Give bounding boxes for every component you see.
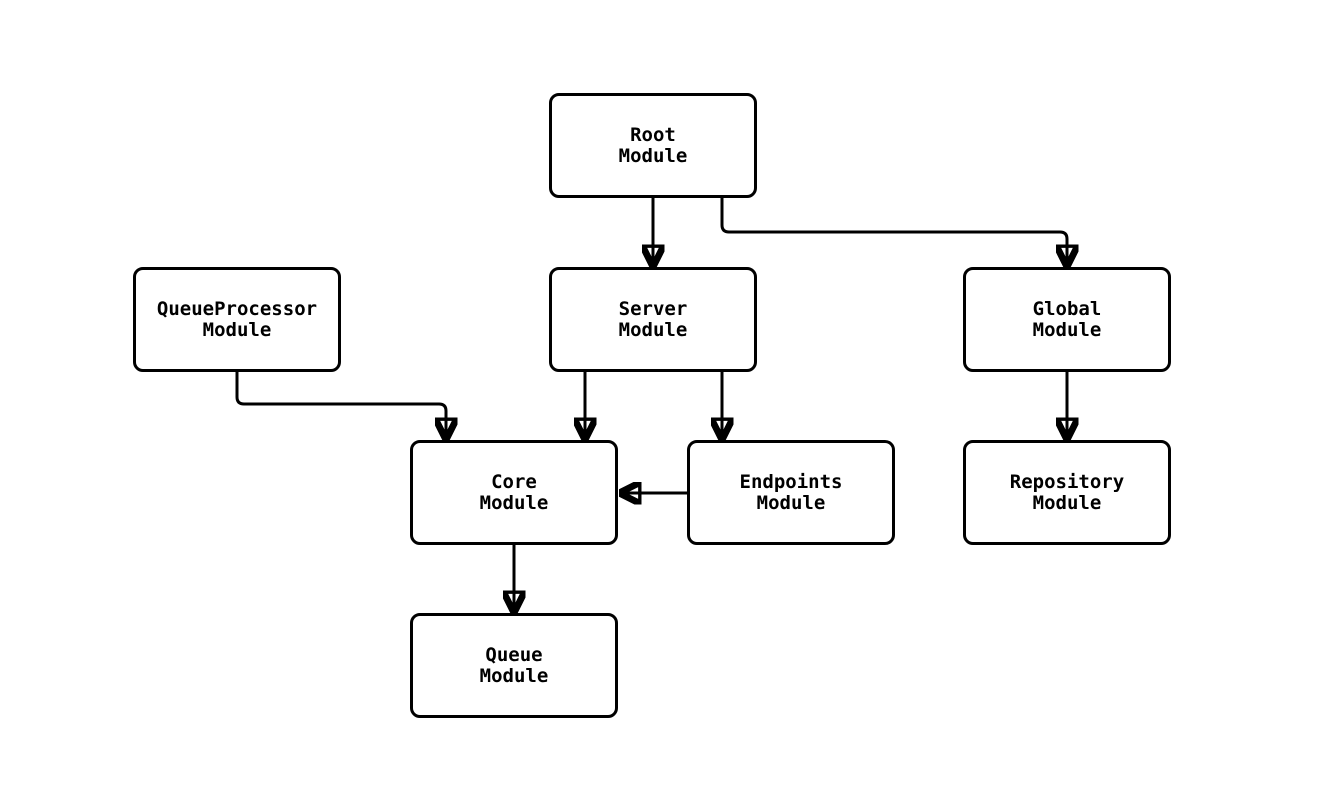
node-core-module-label: Core Module xyxy=(479,470,549,514)
edge-queueprocessor-to-core xyxy=(235,372,446,440)
edge-root-to-global xyxy=(720,198,1067,267)
node-queue-module-label: Queue Module xyxy=(479,643,549,687)
node-core-module: Core Module xyxy=(410,440,618,545)
node-server-module-label: Server Module xyxy=(618,297,688,341)
node-endpoints-module: Endpoints Module xyxy=(687,440,895,545)
node-root-module: Root Module xyxy=(549,93,757,198)
node-root-module-label: Root Module xyxy=(618,123,688,167)
node-endpoints-module-label: Endpoints Module xyxy=(739,470,843,514)
node-repository-module: Repository Module xyxy=(963,440,1171,545)
node-global-module: Global Module xyxy=(963,267,1171,372)
node-repository-module-label: Repository Module xyxy=(1009,470,1125,514)
node-queueprocessor-module: QueueProcessor Module xyxy=(133,267,341,372)
node-server-module: Server Module xyxy=(549,267,757,372)
node-global-module-label: Global Module xyxy=(1032,297,1102,341)
node-queue-module: Queue Module xyxy=(410,613,618,718)
node-queueprocessor-module-label: QueueProcessor Module xyxy=(156,297,318,341)
